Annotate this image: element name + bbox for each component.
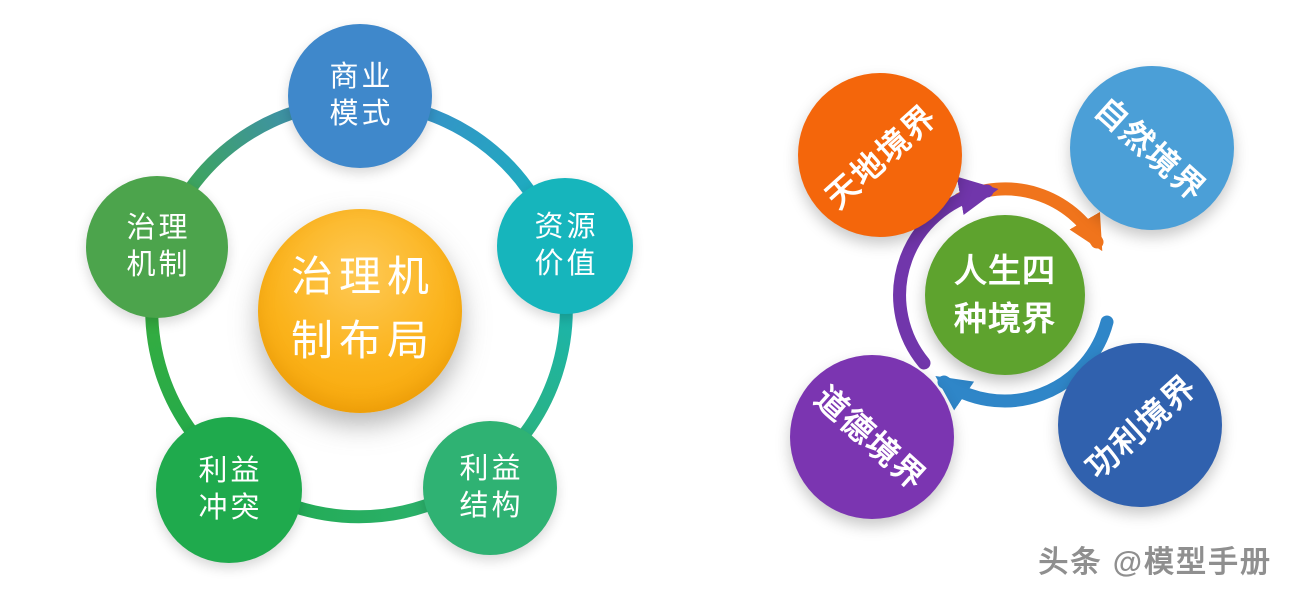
watermark: 头条 @模型手册: [1038, 546, 1272, 579]
node-label-line1: 资源: [534, 210, 599, 243]
center-title-line1: 治理机: [290, 255, 435, 302]
center-title-line1: 人生四: [954, 252, 1056, 290]
node-label-line1: 商业: [329, 60, 394, 93]
node-label-line2: 模式: [329, 98, 394, 130]
cycle-arrow-bottom-icon: [935, 315, 1114, 411]
node-label-line2: 价值: [534, 248, 599, 280]
node-governance-mechanism: 治理 机制: [86, 176, 228, 318]
node-label-line2: 冲突: [198, 492, 263, 524]
node-label-line1: 治理: [126, 211, 191, 244]
governance-center-circle: 治理机 制布局: [258, 209, 462, 413]
node-label-line1: 利益: [459, 452, 524, 485]
node-label-line2: 机制: [126, 249, 191, 281]
node-label-line2: 结构: [459, 490, 524, 522]
node-morality-realm: 道德境界: [790, 355, 954, 519]
node-resource-value: 资源 价值: [497, 178, 633, 314]
realms-center-circle: 人生四 种境界: [925, 215, 1085, 375]
node-nature-realm: 自然境界: [1070, 66, 1234, 230]
node-label-line1: 利益: [198, 454, 263, 487]
node-interest-conflict: 利益 冲突: [156, 417, 302, 563]
cycle-arrow-left-icon: [893, 176, 999, 370]
node-heaven-earth-realm: 天地境界: [798, 73, 962, 237]
node-interest-structure: 利益 结构: [423, 421, 557, 555]
center-title-line2: 种境界: [954, 300, 1056, 337]
realm-label: 道德境界: [808, 379, 934, 498]
realm-label: 功利境界: [1078, 367, 1204, 486]
node-business-model: 商业 模式: [288, 24, 432, 168]
node-utility-realm: 功利境界: [1058, 343, 1222, 507]
realm-label: 天地境界: [818, 97, 944, 216]
center-title-line2: 制布局: [290, 319, 435, 365]
realm-label: 自然境界: [1088, 90, 1214, 209]
